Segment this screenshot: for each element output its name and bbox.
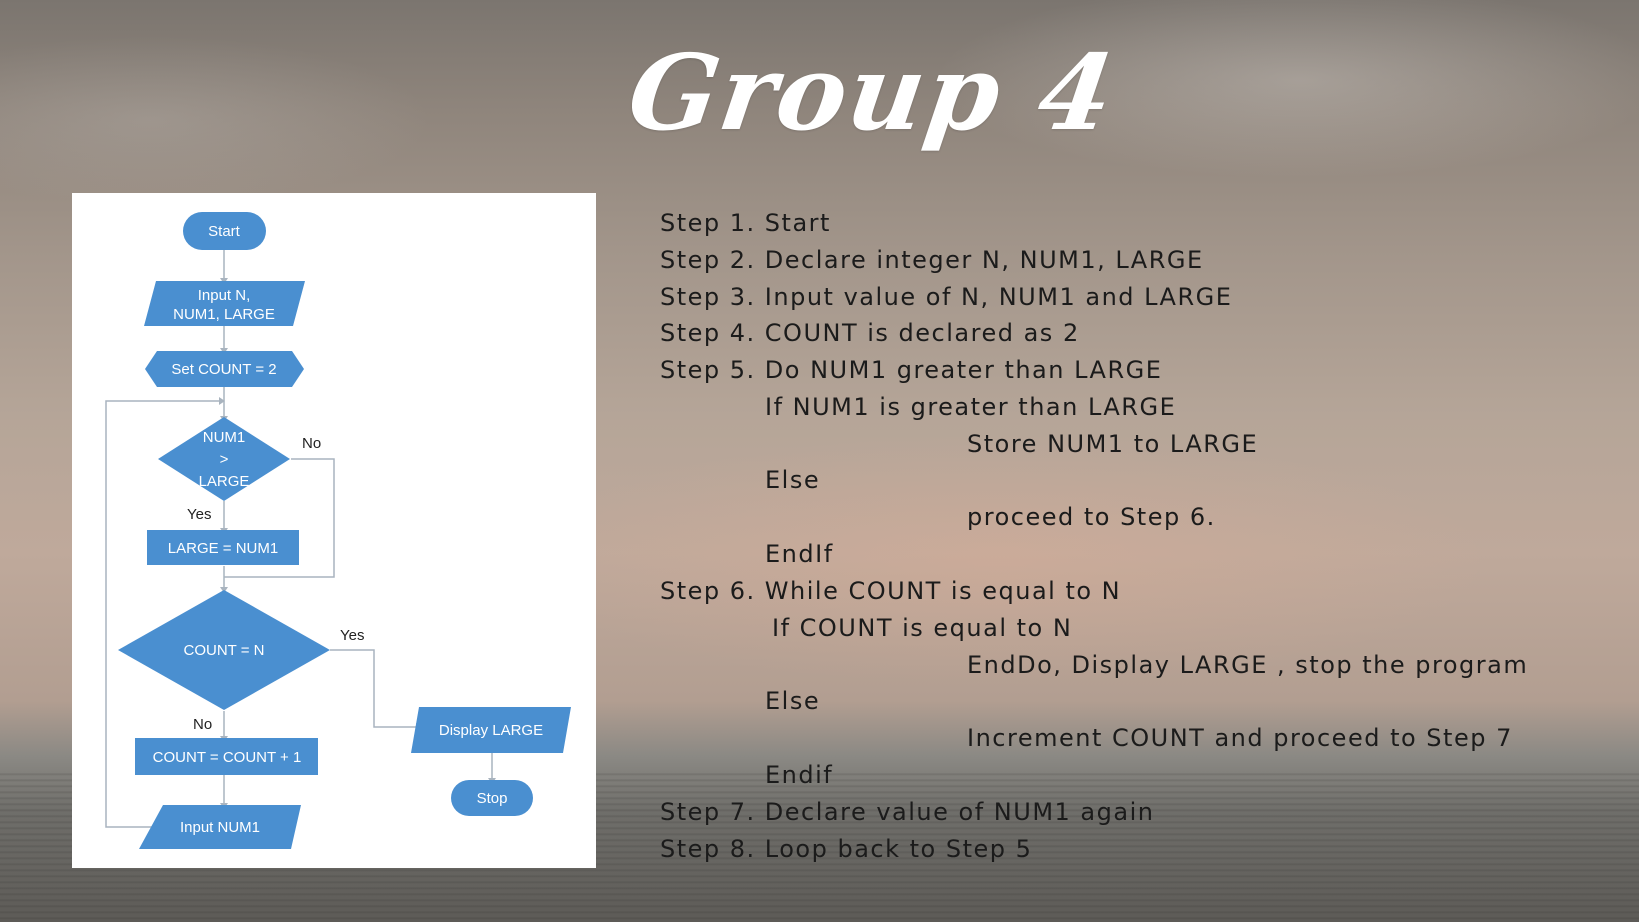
display-large-label: Display LARGE <box>439 722 543 739</box>
step-line: Step 6. While COUNT is equal to N <box>660 577 1122 605</box>
decision-num1-large <box>158 417 290 501</box>
increment-label: COUNT = COUNT + 1 <box>153 749 302 766</box>
step-line: proceed to Step 6. <box>967 503 1216 531</box>
stop-terminal <box>451 780 533 816</box>
decision-count-n <box>118 590 330 710</box>
step-line: If NUM1 is greater than LARGE <box>765 393 1177 421</box>
flowchart-branch-labels: No Yes Yes No <box>187 435 364 733</box>
arrow-head <box>219 397 225 405</box>
decision2-no-label: No <box>193 716 212 733</box>
decision2-label: COUNT = N <box>184 642 265 659</box>
step-line: Step 7. Declare value of NUM1 again <box>660 798 1155 826</box>
step-line: Increment COUNT and proceed to Step 7 <box>967 724 1513 752</box>
input-n-label-line2: NUM1, LARGE <box>173 306 275 323</box>
step-line: Else <box>765 466 821 494</box>
assign-large-process <box>147 530 299 565</box>
display-large-parallelogram <box>411 707 571 753</box>
decision1-label-line2: > <box>220 451 229 468</box>
decision1-no-label: No <box>302 435 321 452</box>
flowchart-shapes <box>118 212 571 849</box>
step-line: Else <box>765 687 821 715</box>
step-line: Step 4. COUNT is declared as 2 <box>660 319 1080 347</box>
input-num1-parallelogram <box>139 805 301 849</box>
connector-loop-back <box>105 400 224 828</box>
decision1-label-line1: NUM1 <box>203 429 246 446</box>
flowchart-shape-labels: Start Input N, NUM1, LARGE Set COUNT = 2… <box>153 223 543 836</box>
input-n-label-line1: Input N, <box>198 287 251 304</box>
flowchart-diagram: Start Input N, NUM1, LARGE Set COUNT = 2… <box>105 212 571 849</box>
step-line: Step 2. Declare integer N, NUM1, LARGE <box>660 246 1204 274</box>
stop-label: Stop <box>477 790 508 807</box>
step-line: Step 8. Loop back to Step 5 <box>660 835 1033 863</box>
increment-count-process <box>135 738 318 775</box>
start-terminal <box>183 212 266 250</box>
decision2-yes-label: Yes <box>340 627 364 644</box>
step-line: Endif <box>765 761 834 789</box>
flowchart-connectors <box>105 248 493 828</box>
input-n-parallelogram <box>144 281 305 326</box>
step-line: Step 5. Do NUM1 greater than LARGE <box>660 356 1163 384</box>
decision1-yes-label: Yes <box>187 506 211 523</box>
start-label: Start <box>208 223 241 240</box>
set-count-hexagon <box>145 351 304 387</box>
connector-decision1-no <box>224 458 335 578</box>
decision1-label-line3: LARGE <box>199 473 250 490</box>
step-line: EndDo, Display LARGE , stop the program <box>967 651 1529 679</box>
input-num1-label: Input NUM1 <box>180 819 260 836</box>
flowchart-card: Start Input N, NUM1, LARGE Set COUNT = 2… <box>72 193 596 868</box>
slide-title: Group 4 <box>621 31 1123 154</box>
connector-decision2-yes <box>330 649 418 728</box>
set-count-label: Set COUNT = 2 <box>171 361 276 378</box>
step-line: Store NUM1 to LARGE <box>967 430 1259 458</box>
step-line: Step 1. Start <box>660 209 831 237</box>
step-line: If COUNT is equal to N <box>772 614 1073 642</box>
assign-large-label: LARGE = NUM1 <box>168 540 278 557</box>
step-line: Step 3. Input value of N, NUM1 and LARGE <box>660 283 1233 311</box>
step-line: EndIf <box>765 540 834 568</box>
